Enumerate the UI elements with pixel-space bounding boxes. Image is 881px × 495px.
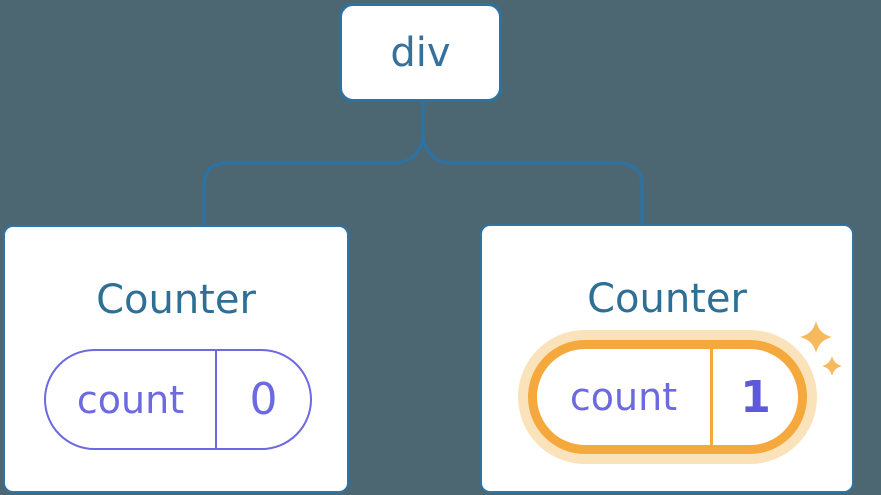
counter-card-right: Counter count 1 [480,224,854,493]
state-pill-highlighted: count 1 [528,340,807,454]
state-key-cell: count [537,349,710,445]
state-value-cell: 0 [217,351,310,448]
state-pill-left: count 0 [44,349,312,450]
state-key-label: count [76,377,185,422]
state-value-cell: 1 [713,349,798,445]
component-title-right: Counter [587,276,747,322]
sparkle-small [822,356,842,376]
state-key-label: count [569,375,678,419]
state-key-cell: count [46,351,215,448]
root-node: div [339,3,502,102]
component-title-left: Counter [96,277,256,323]
sparkle-large [800,321,832,353]
counter-card-left: Counter count 0 [3,225,349,493]
state-value: 0 [249,374,278,425]
pill-divider [215,351,217,448]
root-node-label: div [390,29,451,76]
connector-left-branch [202,100,425,228]
pill-divider [710,349,713,445]
connector-right-branch [421,100,644,228]
sparkles-icon [800,321,842,376]
state-value: 1 [740,371,771,423]
